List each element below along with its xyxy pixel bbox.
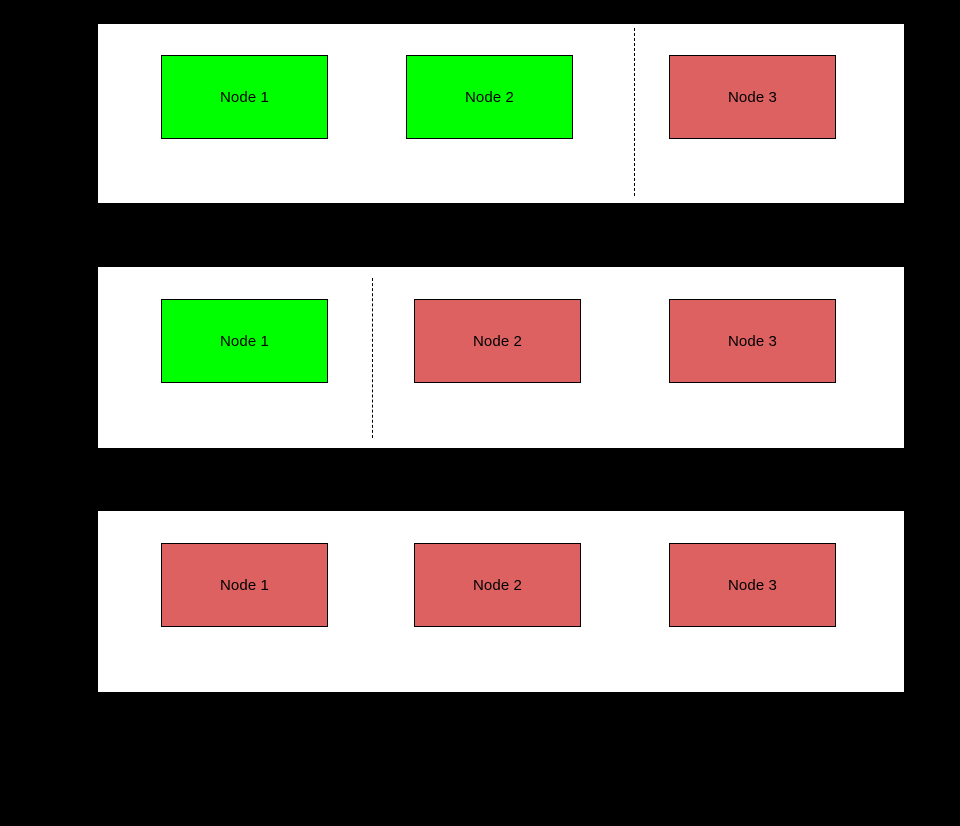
node-label: Node 2	[473, 576, 522, 594]
partition-divider-line	[634, 28, 635, 196]
node-label: Node 3	[728, 88, 777, 106]
node-box-1[interactable]: Node 1	[161, 543, 328, 627]
caption-line-1: Two out of 3 nodes are up	[413, 202, 593, 219]
node-box-1[interactable]: Node 1	[161, 55, 328, 139]
caption-line-1: Two out of 3 nodes are down	[382, 447, 582, 464]
scenario-caption: All Nodes are down Majority Fails & Clus…	[268, 642, 738, 826]
scenario-panel-majority-up: Node 1 Node 2 Node 3 Two out of 3 nodes …	[97, 23, 905, 288]
node-box-2[interactable]: Node 2	[406, 55, 573, 139]
node-box-2[interactable]: Node 2	[414, 299, 581, 383]
node-label: Node 1	[220, 88, 269, 106]
partition-divider-line	[372, 278, 373, 438]
scenario-panel-majority-down: Node 1 Node 2 Node 3 Two out of 3 nodes …	[97, 266, 905, 533]
node-label: Node 3	[728, 332, 777, 350]
node-box-2[interactable]: Node 2	[414, 543, 581, 627]
node-box-3[interactable]: Node 3	[669, 299, 836, 383]
node-label: Node 1	[220, 332, 269, 350]
node-box-1[interactable]: Node 1	[161, 299, 328, 383]
scenario-panel-all-down: Node 1 Node 2 Node 3 All Nodes are down …	[97, 510, 905, 777]
node-box-3[interactable]: Node 3	[669, 55, 836, 139]
node-label: Node 1	[220, 576, 269, 594]
caption-line-2: Majority Fails & Cluster Stops	[401, 760, 605, 777]
diagram-canvas: Node 1 Node 2 Node 3 Two out of 3 nodes …	[97, 23, 905, 777]
node-label: Node 3	[728, 576, 777, 594]
caption-line-1: All Nodes are down	[435, 691, 571, 708]
node-box-3[interactable]: Node 3	[669, 543, 836, 627]
node-label: Node 2	[473, 332, 522, 350]
node-label: Node 2	[465, 88, 514, 106]
